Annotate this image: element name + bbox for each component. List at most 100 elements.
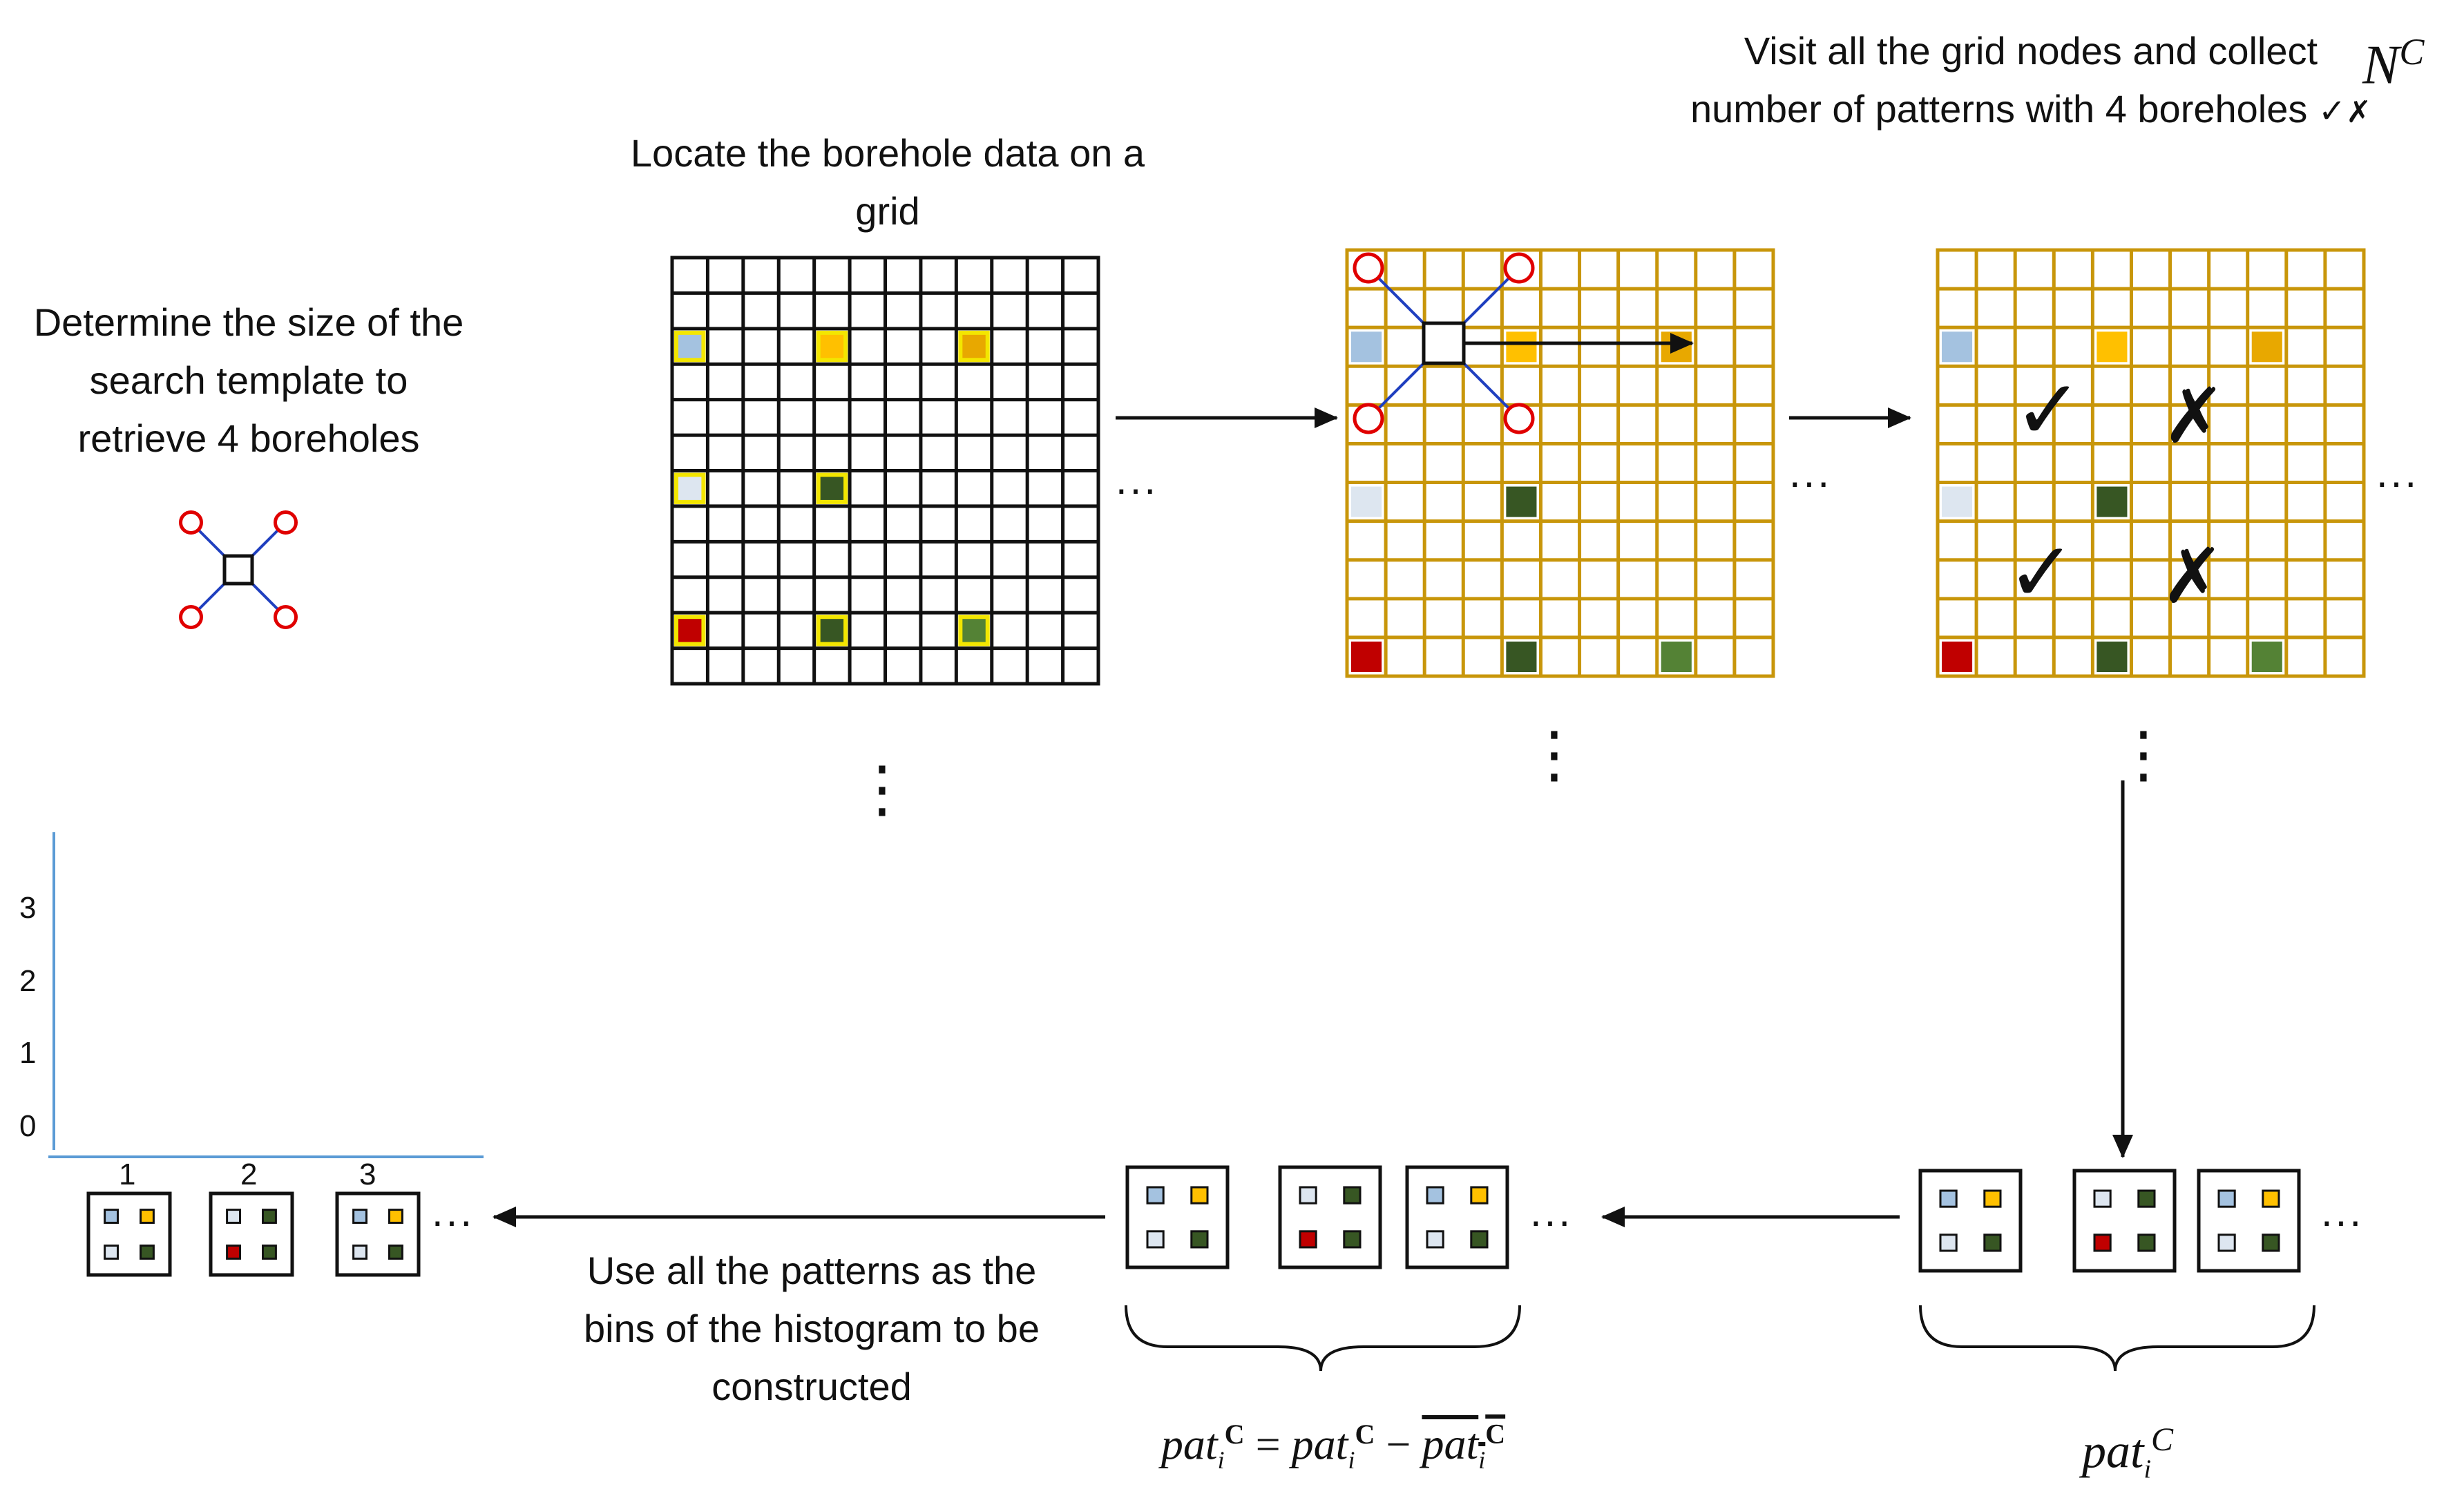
ellipsis: ...	[1530, 1189, 1574, 1235]
pat-sub: i	[2143, 1455, 2151, 1484]
ellipsis: ⋮	[1523, 720, 1588, 789]
pat-sup: C	[2151, 1421, 2174, 1458]
pattern-cell	[2137, 1234, 2156, 1252]
pattern-boxes	[86, 1165, 2301, 1277]
pattern-cell	[2262, 1189, 2280, 1208]
pattern-cell	[1190, 1186, 1209, 1204]
borehole-cell	[674, 330, 706, 363]
formula-minus: −	[1386, 1419, 1411, 1469]
template-size-label: Determine the size of the search templat…	[33, 300, 464, 460]
borehole-cell	[1506, 641, 1537, 672]
borehole-cell	[1506, 486, 1537, 517]
template-center	[222, 554, 254, 586]
ellipsis: ⋮	[851, 755, 916, 824]
check-icon: ✓	[2318, 93, 2347, 130]
use-patterns-label: Use all the patterns as the bins of the …	[584, 1249, 1040, 1408]
formula-eq: =	[1255, 1419, 1281, 1469]
grid-frame	[1936, 248, 2366, 678]
nc-symbol: NC	[2362, 14, 2459, 104]
pattern-box	[2197, 1169, 2301, 1273]
pattern-cell	[262, 1245, 277, 1260]
pattern-cell	[2093, 1234, 2112, 1252]
pattern-grid	[1936, 248, 2366, 678]
pattern-cell	[1426, 1230, 1444, 1249]
pattern-cell	[1939, 1234, 1958, 1252]
template-node	[1353, 252, 1384, 284]
borehole-cell	[1351, 332, 1382, 363]
cross-icon: ✗	[2162, 372, 2226, 460]
borehole-cell	[958, 330, 990, 363]
borehole-cell	[958, 615, 990, 646]
formula-rhs2-sup: C	[1485, 1419, 1506, 1450]
template-center	[1422, 321, 1466, 365]
locate-label: Locate the borehole data on a grid	[630, 131, 1145, 233]
borehole-cell	[1506, 332, 1537, 363]
pattern-cell	[1146, 1186, 1165, 1204]
ellipsis: ...	[1789, 450, 1833, 496]
pattern-cell	[104, 1245, 119, 1260]
pattern-cell	[226, 1209, 241, 1224]
borehole-cell	[816, 330, 848, 363]
pattern-cell	[1299, 1186, 1317, 1204]
pattern-cell	[2137, 1189, 2156, 1208]
borehole-cell	[1942, 486, 1973, 517]
scanning-grid	[1345, 248, 1775, 678]
pattern-cell	[1470, 1186, 1489, 1204]
template-node	[179, 605, 203, 629]
grid-frame	[1345, 248, 1775, 678]
formula-lhs: pat	[1161, 1419, 1218, 1469]
ellipsis: ...	[1116, 457, 1159, 503]
nc-base: N	[2362, 35, 2400, 96]
x-tick: 1	[119, 1158, 136, 1191]
borehole-cell	[2097, 332, 2128, 363]
borehole-cell	[1351, 486, 1382, 517]
centered-formula: patiC = patiC − patiC	[1133, 1396, 1534, 1498]
borehole-cell	[1661, 332, 1692, 363]
pattern-cell	[1426, 1186, 1444, 1204]
pattern-cell	[388, 1209, 403, 1224]
x-tick: 3	[359, 1158, 376, 1191]
pattern-cell	[2093, 1189, 2112, 1208]
formula-lhs-sup: C	[1224, 1419, 1245, 1450]
check-icon: ✓	[2014, 363, 2083, 459]
pat-base: pat	[2081, 1425, 2144, 1479]
borehole-cell	[1942, 641, 1973, 672]
pattern-box	[1125, 1165, 1230, 1269]
ellipsis: ...	[2321, 1189, 2365, 1235]
y-tick: 1	[19, 1036, 37, 1070]
pattern-cell	[140, 1209, 155, 1224]
pattern-cell	[1190, 1230, 1209, 1249]
template-node	[1503, 403, 1535, 434]
nc-superscript: C	[2399, 31, 2425, 73]
borehole-cell	[674, 472, 706, 504]
formula-rhs2-sub: i	[1478, 1446, 1486, 1475]
pattern-formula: patiC	[2045, 1402, 2210, 1507]
formula-lhs-sub: i	[1217, 1446, 1225, 1475]
pattern-cell	[1983, 1234, 2002, 1252]
ellipsis: ...	[2376, 450, 2420, 496]
visit-label: Visit all the grid nodes and collect num…	[1679, 22, 2383, 142]
pattern-box	[1278, 1165, 1382, 1269]
template-node	[179, 510, 203, 535]
formula-rhs1-sup: C	[1355, 1419, 1375, 1450]
pattern-box	[86, 1191, 172, 1277]
pattern-cell	[104, 1209, 119, 1224]
template-node	[1503, 252, 1535, 284]
borehole-grid	[670, 256, 1100, 686]
brace	[1919, 1305, 2315, 1372]
pattern-cell	[1983, 1189, 2002, 1208]
pattern-box	[2072, 1169, 2177, 1273]
pattern-cell	[1470, 1230, 1489, 1249]
x-tick: 2	[240, 1158, 258, 1191]
pattern-cell	[140, 1245, 155, 1260]
template-node	[274, 605, 298, 629]
pattern-cell	[352, 1209, 367, 1224]
cross-icon: ✗	[2161, 532, 2224, 620]
pattern-box	[335, 1191, 421, 1277]
y-tick: 0	[19, 1109, 37, 1143]
cross-icon: ✗	[2346, 95, 2372, 129]
pattern-cell	[1299, 1230, 1317, 1249]
formula-rhs2-base: pat	[1422, 1419, 1479, 1469]
